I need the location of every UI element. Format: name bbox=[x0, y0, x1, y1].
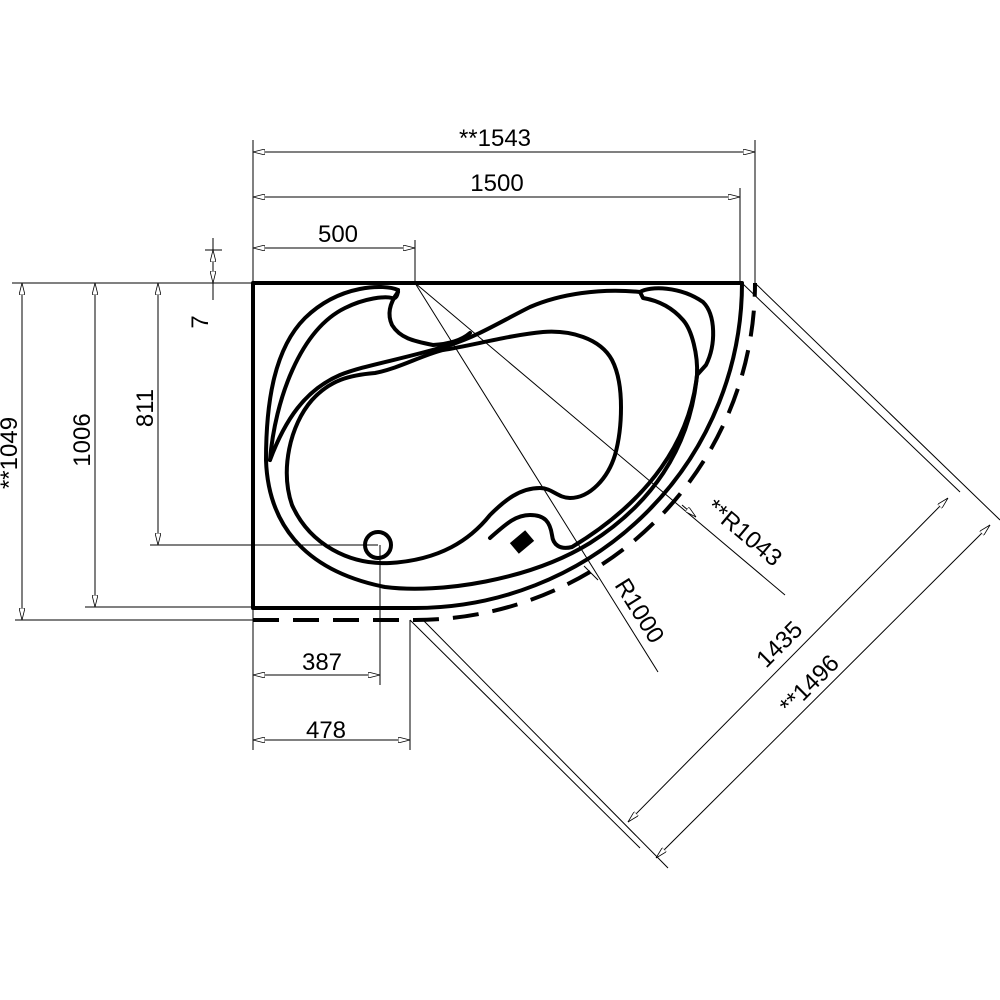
dim-drain-x: 387 bbox=[302, 649, 342, 676]
dimension-lines bbox=[22, 152, 991, 859]
dim-overall-depth: **1049 bbox=[0, 417, 23, 489]
dim-width: 1500 bbox=[470, 170, 523, 197]
dim-overall-width: **1543 bbox=[459, 125, 531, 152]
bathtub-outline bbox=[251, 281, 757, 622]
dim-depth: 1006 bbox=[69, 413, 96, 466]
overflow-icon bbox=[509, 530, 535, 554]
dim-drain-y: 811 bbox=[132, 389, 159, 427]
dim-front-flat: 478 bbox=[306, 717, 346, 744]
dim-diagonal: 1435 bbox=[751, 616, 808, 673]
dim-overall-diagonal: **1496 bbox=[775, 650, 845, 720]
drain-icon bbox=[363, 530, 393, 560]
dim-corner-offset: 500 bbox=[318, 221, 358, 248]
extension-lines bbox=[12, 140, 1000, 869]
dim-rim-offset: 7 bbox=[187, 315, 214, 328]
dim-radius: R1000 bbox=[609, 574, 669, 648]
